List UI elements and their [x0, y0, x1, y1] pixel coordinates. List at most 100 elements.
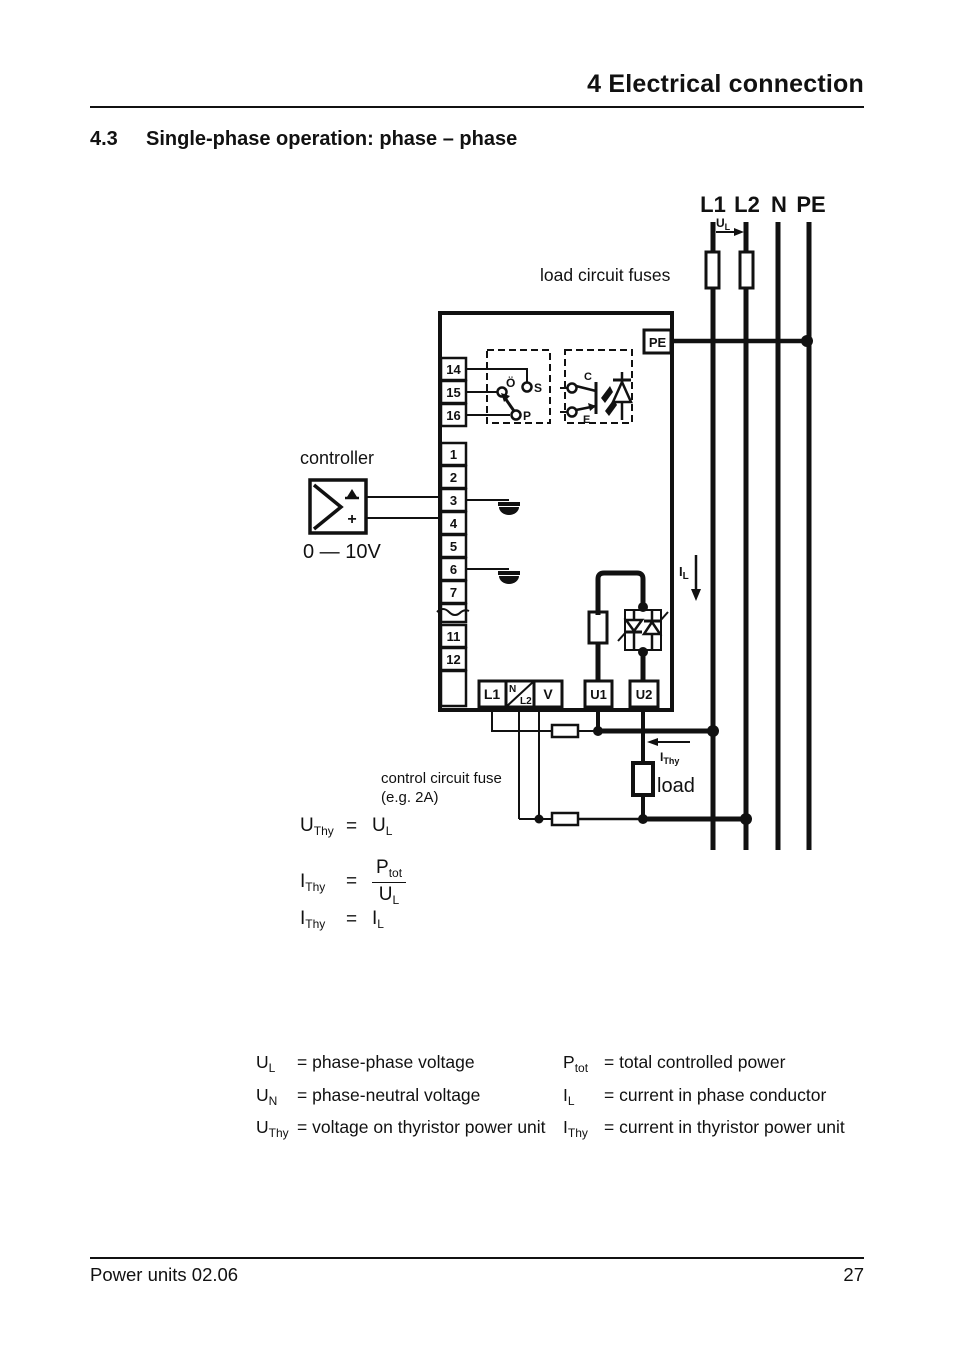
l1-junction-dot [707, 725, 719, 737]
l2-junction-dot [740, 813, 752, 825]
footer-document-title: Power units 02.06 [90, 1264, 239, 1285]
load-icon [631, 761, 655, 797]
legend-row: UL = phase-phase voltage [256, 1052, 475, 1075]
svg-text:2: 2 [450, 470, 457, 485]
control-circuit-fuse-label: control circuit fuse [381, 770, 502, 787]
phase-label-l2: L2 [734, 192, 760, 217]
svg-text:V: V [543, 686, 553, 702]
svg-text:11: 11 [447, 629, 461, 644]
opto-emitter-arrow-icon [588, 403, 596, 411]
section-number: 4.3 [90, 128, 118, 150]
opto-dashed-box [564, 349, 633, 424]
internal-ground-stubs [466, 499, 520, 584]
terminal-strip-left: 1 2 3 4 5 6 7 11 12 [436, 441, 470, 708]
phase-label-n: N [771, 192, 787, 217]
strip-break-cell [439, 602, 468, 624]
chassis-dome-t6-icon [499, 576, 519, 584]
formula-ithy-il: IThy = IL [300, 908, 384, 931]
fuse-l1-icon [704, 250, 721, 290]
legend-row: UThy = voltage on thyristor power unit [256, 1117, 546, 1140]
ithy-annotation: IThy [647, 738, 690, 766]
controller-label: controller [300, 448, 374, 468]
v-junction-dot [534, 814, 544, 824]
header-rule [90, 106, 864, 108]
formula-ithy-power: IThy = Ptot UL [300, 857, 407, 908]
svg-text:14: 14 [446, 362, 461, 377]
phase-label-pe: PE [796, 192, 825, 217]
wire-l1-to-fuse [491, 707, 552, 732]
legend-row: Ptot = total controlled power [563, 1052, 786, 1075]
optocoupler-block: C E [560, 349, 633, 426]
section-heading: 4.3 Single-phase operation: phase – phas… [90, 128, 517, 151]
contact-arm-arrow-icon [501, 393, 510, 402]
svg-text:L2: L2 [520, 696, 532, 707]
il-annotation: IL [679, 555, 701, 601]
internal-fuse-icon [587, 610, 609, 645]
chapter-title: 4 Electrical connection [587, 70, 864, 98]
controller-range-label: 0 — 10V [303, 541, 381, 563]
svg-text:L1: L1 [484, 686, 501, 702]
svg-text:E: E [583, 414, 590, 426]
svg-text:C: C [584, 371, 592, 383]
ul-annotation: UL [716, 216, 744, 236]
chassis-symbol-t6-icon [498, 571, 520, 575]
controller: controller + 0 — 10V [300, 448, 441, 563]
fuse-l2-icon [738, 250, 755, 290]
pe-junction-dot [801, 335, 813, 347]
chassis-symbol-t3-icon [498, 502, 520, 506]
legend-left-column: UL = phase-phase voltage UN = phase-neut… [256, 1052, 546, 1150]
svg-text:Ö: Ö [506, 375, 515, 390]
pe-terminal: PE [642, 328, 813, 355]
opto-collector [575, 384, 597, 393]
section-title: Single-phase operation: phase – phase [146, 128, 518, 150]
contact-s-icon [521, 381, 533, 393]
svg-text:12: 12 [446, 652, 460, 667]
legend-right-column: Ptot = total controlled power IL = curre… [563, 1052, 845, 1150]
ul-arrow-head-icon [734, 228, 744, 236]
control-circuit-fuse-label-2: (e.g. 2A) [381, 789, 439, 806]
strip-blank-cell [439, 669, 468, 708]
thyristor-left-gate [617, 631, 627, 642]
fraction: Ptot UL [372, 857, 407, 908]
svg-text:IThy: IThy [660, 750, 679, 766]
svg-text:16: 16 [446, 408, 460, 423]
load-circuit-fuse-icons [704, 250, 755, 290]
control-fuse-1-icon [550, 723, 580, 739]
svg-text:1: 1 [450, 447, 457, 462]
footer-rule [90, 1257, 864, 1259]
svg-text:UL: UL [716, 216, 731, 232]
phase-labels: L1 L2 N PE [700, 192, 826, 217]
chassis-dome-t3-icon [499, 507, 519, 515]
svg-text:IL: IL [679, 564, 689, 582]
svg-text:5: 5 [450, 539, 457, 554]
formula-uthy: UThy = UL [300, 815, 393, 838]
relay-contact-block: S Ö P [466, 349, 551, 424]
terminal-v [532, 679, 564, 709]
svg-text:4: 4 [450, 516, 458, 531]
load-circuit-fuses-label: load circuit fuses [540, 265, 671, 285]
svg-text:7: 7 [450, 585, 457, 600]
terminal-strip-bottom: L1 N L2 V U1 U2 [477, 679, 660, 709]
strip-break-squiggle-icon [436, 608, 470, 616]
controller-chevron-icon [312, 483, 344, 531]
wire-14-s [466, 368, 528, 382]
phase-conductors [710, 222, 812, 850]
svg-text:P: P [523, 409, 531, 423]
svg-text:6: 6 [450, 562, 457, 577]
opto-c-contact-icon [566, 382, 578, 394]
photon-arrow-1-icon [601, 386, 613, 403]
terminal-strip-top: 14 15 16 [439, 356, 468, 428]
relay-dashed-box [486, 349, 551, 424]
internal-power-circuit [587, 570, 669, 681]
phase-label-l1: L1 [700, 192, 726, 217]
footer-page-number: 27 [843, 1264, 864, 1285]
bridge-wire [595, 570, 646, 615]
svg-text:PE: PE [649, 335, 667, 350]
load-label: load [657, 775, 695, 797]
svg-text:U1: U1 [590, 687, 607, 702]
svg-text:U2: U2 [636, 687, 653, 702]
ithy-arrow-head-icon [647, 738, 658, 746]
footer: Power units 02.06 27 [90, 1264, 864, 1286]
contact-p-icon [510, 409, 522, 421]
